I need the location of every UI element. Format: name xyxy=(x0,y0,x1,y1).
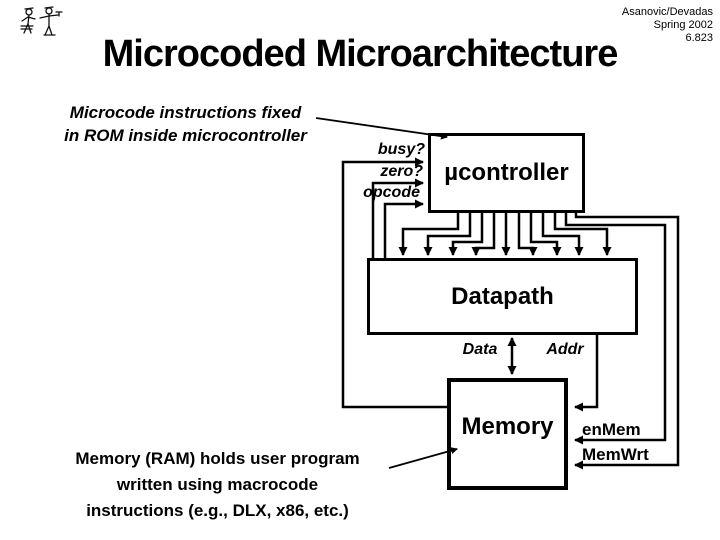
signal-label-opcode: opcode xyxy=(363,184,420,201)
signal-label-busy: busy? xyxy=(377,141,425,158)
block-ucontroller-label: µcontroller xyxy=(444,159,569,186)
wire-opcode xyxy=(383,199,424,259)
note-microcode-line2: in ROM inside microcontroller xyxy=(64,126,307,145)
wire-control-9 xyxy=(553,212,612,256)
wire-control-7 xyxy=(529,212,562,256)
wire-control-1 xyxy=(398,212,460,256)
block-datapath-label: Datapath xyxy=(451,282,554,310)
page-title: Microcoded Microarchitecture xyxy=(102,33,619,75)
block-memory-label: Memory xyxy=(461,413,554,440)
credit-authors: Asanovic/Devadas xyxy=(621,6,713,18)
signal-label-zero: zero? xyxy=(380,163,423,180)
note-microcode: Microcode instructions fixed in ROM insi… xyxy=(28,101,343,147)
note-memory-line3: instructions (e.g., DLX, x86, etc.) xyxy=(86,501,349,520)
credit-term: Spring 2002 xyxy=(653,19,713,31)
wire-control-2 xyxy=(423,212,472,256)
block-ucontroller: µcontroller xyxy=(428,133,585,213)
wire-control-6 xyxy=(517,212,538,256)
two-figures-woodcut-icon xyxy=(20,6,63,36)
wire-control-4 xyxy=(471,212,496,256)
header-credit: Asanovic/Devadas Spring 2002 6.823 xyxy=(622,6,713,45)
note-memory-line1: Memory (RAM) holds user program xyxy=(75,449,360,468)
signal-label-data: Data xyxy=(462,341,498,358)
credit-course-number: 6.823 xyxy=(685,32,713,44)
block-datapath: Datapath xyxy=(367,258,638,335)
wire-control-8 xyxy=(541,212,584,256)
signal-label-memwrt: MemWrt xyxy=(582,445,649,464)
signal-label-addr: Addr xyxy=(546,341,584,358)
block-memory: Memory xyxy=(447,378,568,490)
signal-label-enmem: enMem xyxy=(582,420,641,439)
note-microcode-line1: Microcode instructions fixed xyxy=(69,103,302,122)
note-memory-line2: written using macrocode xyxy=(116,475,319,494)
wire-control-3 xyxy=(448,212,484,256)
note-memory: Memory (RAM) holds user program written … xyxy=(25,446,410,524)
